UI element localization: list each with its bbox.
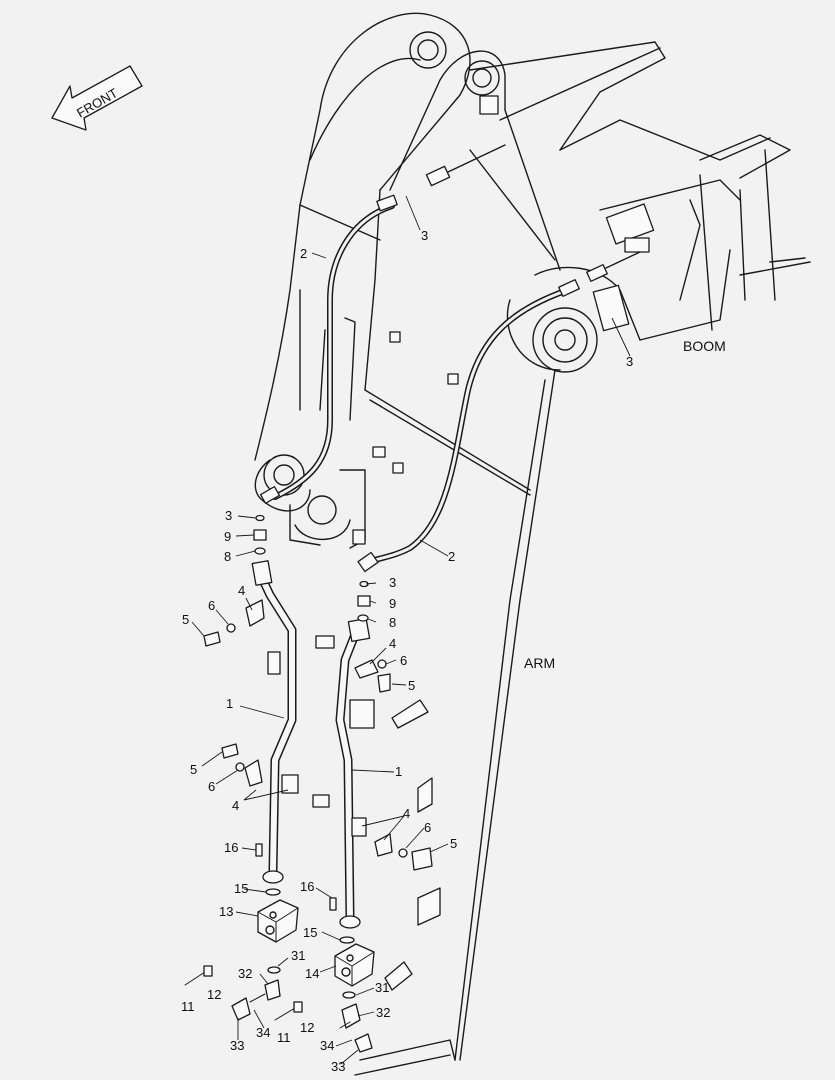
callout-34: 34 <box>320 1038 334 1053</box>
boom-hose-fittings <box>425 144 641 282</box>
callout-4: 4 <box>238 583 245 598</box>
callout-4: 4 <box>403 806 410 821</box>
callout-3: 3 <box>626 354 633 369</box>
callout-labels: 2 3 3 BOOM 2 ARM 3 9 8 4 6 5 1 5 6 4 16 … <box>181 228 726 1074</box>
callout-2: 2 <box>448 549 455 564</box>
pipe-right <box>335 617 371 929</box>
callout-5: 5 <box>190 762 197 777</box>
callout-16: 16 <box>224 840 238 855</box>
callout-12: 12 <box>300 1020 314 1035</box>
callout-3: 3 <box>389 575 396 590</box>
callout-11: 11 <box>277 1030 291 1045</box>
callout-3: 3 <box>225 508 232 523</box>
arm-body <box>254 189 556 1076</box>
callout-6: 6 <box>400 653 407 668</box>
block-14 <box>334 943 375 987</box>
callout-32: 32 <box>376 1005 390 1020</box>
callout-4: 4 <box>232 798 239 813</box>
boom-structure <box>469 41 811 373</box>
hose-upper-left <box>259 194 398 504</box>
callout-6: 6 <box>424 820 431 835</box>
callout-8: 8 <box>389 615 396 630</box>
callout-6: 6 <box>208 598 215 613</box>
left-fittings <box>203 514 299 896</box>
callout-16: 16 <box>300 879 314 894</box>
callout-9: 9 <box>389 596 396 611</box>
callout-6: 6 <box>208 779 215 794</box>
callout-31: 31 <box>375 980 389 995</box>
callout-5: 5 <box>182 612 189 627</box>
callout-13: 13 <box>219 904 233 919</box>
callout-3: 3 <box>421 228 428 243</box>
front-arrow-icon: FRONT <box>51 65 143 131</box>
leader-lines <box>191 195 631 1065</box>
boom-label: BOOM <box>683 338 726 354</box>
callout-32: 32 <box>238 966 252 981</box>
callout-34: 34 <box>256 1025 270 1040</box>
callout-4: 4 <box>389 636 396 651</box>
block-13 <box>257 899 299 943</box>
callout-33: 33 <box>331 1059 345 1074</box>
callout-14: 14 <box>305 966 319 981</box>
callout-31: 31 <box>291 948 305 963</box>
callout-5: 5 <box>450 836 457 851</box>
callout-8: 8 <box>224 549 231 564</box>
callout-2: 2 <box>300 246 307 261</box>
callout-9: 9 <box>224 529 231 544</box>
callout-1: 1 <box>395 764 402 779</box>
callout-33: 33 <box>230 1038 244 1053</box>
callout-1: 1 <box>226 696 233 711</box>
lower-hardware <box>184 965 373 1053</box>
callout-15: 15 <box>303 925 317 940</box>
callout-11: 11 <box>181 999 195 1014</box>
callout-12: 12 <box>207 987 221 1002</box>
callout-15: 15 <box>234 881 248 896</box>
arm-label: ARM <box>524 655 555 671</box>
callout-5: 5 <box>408 678 415 693</box>
hose-upper-right <box>357 279 580 573</box>
arm-bracket <box>299 12 561 271</box>
pipe-left <box>251 560 297 884</box>
